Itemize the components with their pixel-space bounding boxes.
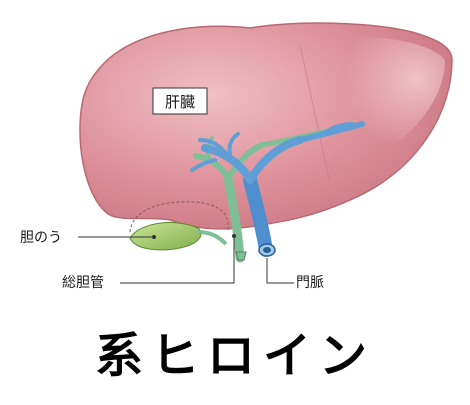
gallbladder-label: 胆のう	[20, 230, 62, 246]
portal-vein-label: 門脈	[296, 275, 324, 291]
liver-label: 肝臓	[165, 93, 195, 111]
common-bile-duct-leader-dot	[232, 234, 236, 238]
portal-vein-tree	[190, 121, 365, 257]
common-bile-duct-label: 総胆管	[62, 275, 104, 291]
common-bile-duct-end	[235, 251, 247, 261]
page-title: 系ヒロイン	[95, 328, 375, 384]
liver-lobe-line	[299, 44, 331, 183]
gallbladder-shape	[129, 222, 202, 251]
gallbladder-hidden-outline	[129, 201, 229, 233]
liver-right-lobe-highlight	[300, 36, 445, 180]
liver-label-box	[152, 87, 208, 115]
common-bile-duct-leader-line	[120, 236, 235, 284]
gallbladder-leader-dot	[152, 235, 156, 239]
cystic-duct	[197, 230, 228, 246]
portal-vein-lumen	[263, 247, 271, 253]
portal-vein-leader-line	[266, 258, 294, 284]
